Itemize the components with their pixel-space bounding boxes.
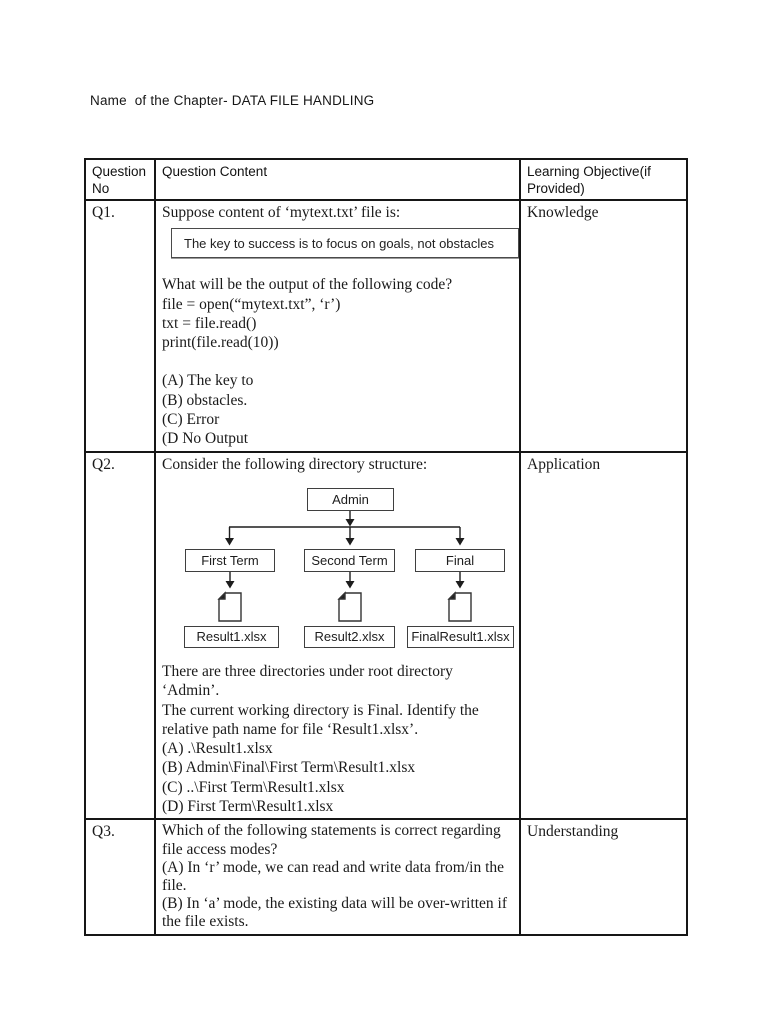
header-question-content: Question Content bbox=[154, 158, 521, 201]
questions-table: Question No Question Content Learning Ob… bbox=[84, 158, 688, 936]
q3-body: Which of the following statements is cor… bbox=[162, 822, 508, 931]
q1-file-content-box: The key to success is to focus on goals,… bbox=[171, 228, 519, 259]
question-content-q3: Which of the following statements is cor… bbox=[154, 818, 521, 936]
question-number: Q3. bbox=[84, 818, 156, 936]
q2-body: There are three directories under root d… bbox=[162, 662, 479, 816]
file-label-result1: Result1.xlsx bbox=[184, 625, 279, 648]
question-row-q1: Q1. Suppose content of ‘mytext.txt’ file… bbox=[84, 199, 688, 453]
node-second-term: Second Term bbox=[304, 548, 395, 572]
question-row-q2: Q2. Consider the following directory str… bbox=[84, 450, 688, 821]
file-label-result2: Result2.xlsx bbox=[304, 625, 395, 648]
node-first-term: First Term bbox=[185, 548, 275, 572]
question-content-q2: Consider the following directory structu… bbox=[154, 450, 521, 821]
header-question-no: Question No bbox=[84, 158, 156, 201]
question-number: Q1. bbox=[84, 199, 156, 453]
header-row: Question No Question Content Learning Ob… bbox=[84, 158, 688, 201]
chapter-title: Name of the Chapter- DATA FILE HANDLING bbox=[90, 93, 375, 108]
diagram-connectors bbox=[217, 510, 472, 622]
question-row-q3: Q3. Which of the following statements is… bbox=[84, 818, 688, 936]
question-number: Q2. bbox=[84, 450, 156, 821]
file-icon bbox=[217, 591, 472, 622]
learning-objective-q2: Application bbox=[519, 450, 688, 821]
question-content-q1: Suppose content of ‘mytext.txt’ file is:… bbox=[154, 199, 521, 453]
header-learning-objective: Learning Objective(if Provided) bbox=[519, 158, 688, 201]
q1-code-block: What will be the output of the following… bbox=[162, 276, 453, 352]
q1-options: (A) The key to (B) obstacles. (C) Error … bbox=[162, 372, 254, 448]
node-admin: Admin bbox=[307, 487, 394, 511]
learning-objective-q1: Knowledge bbox=[519, 199, 688, 453]
file-label-finalresult1: FinalResult1.xlsx bbox=[407, 625, 514, 648]
learning-objective-q3: Understanding bbox=[519, 818, 688, 936]
node-final: Final bbox=[415, 548, 505, 572]
directory-diagram: Admin First Term Second Term Final Resul… bbox=[162, 480, 514, 652]
q2-intro: Consider the following directory structu… bbox=[162, 455, 428, 473]
q1-intro: Suppose content of ‘mytext.txt’ file is: bbox=[162, 204, 401, 221]
